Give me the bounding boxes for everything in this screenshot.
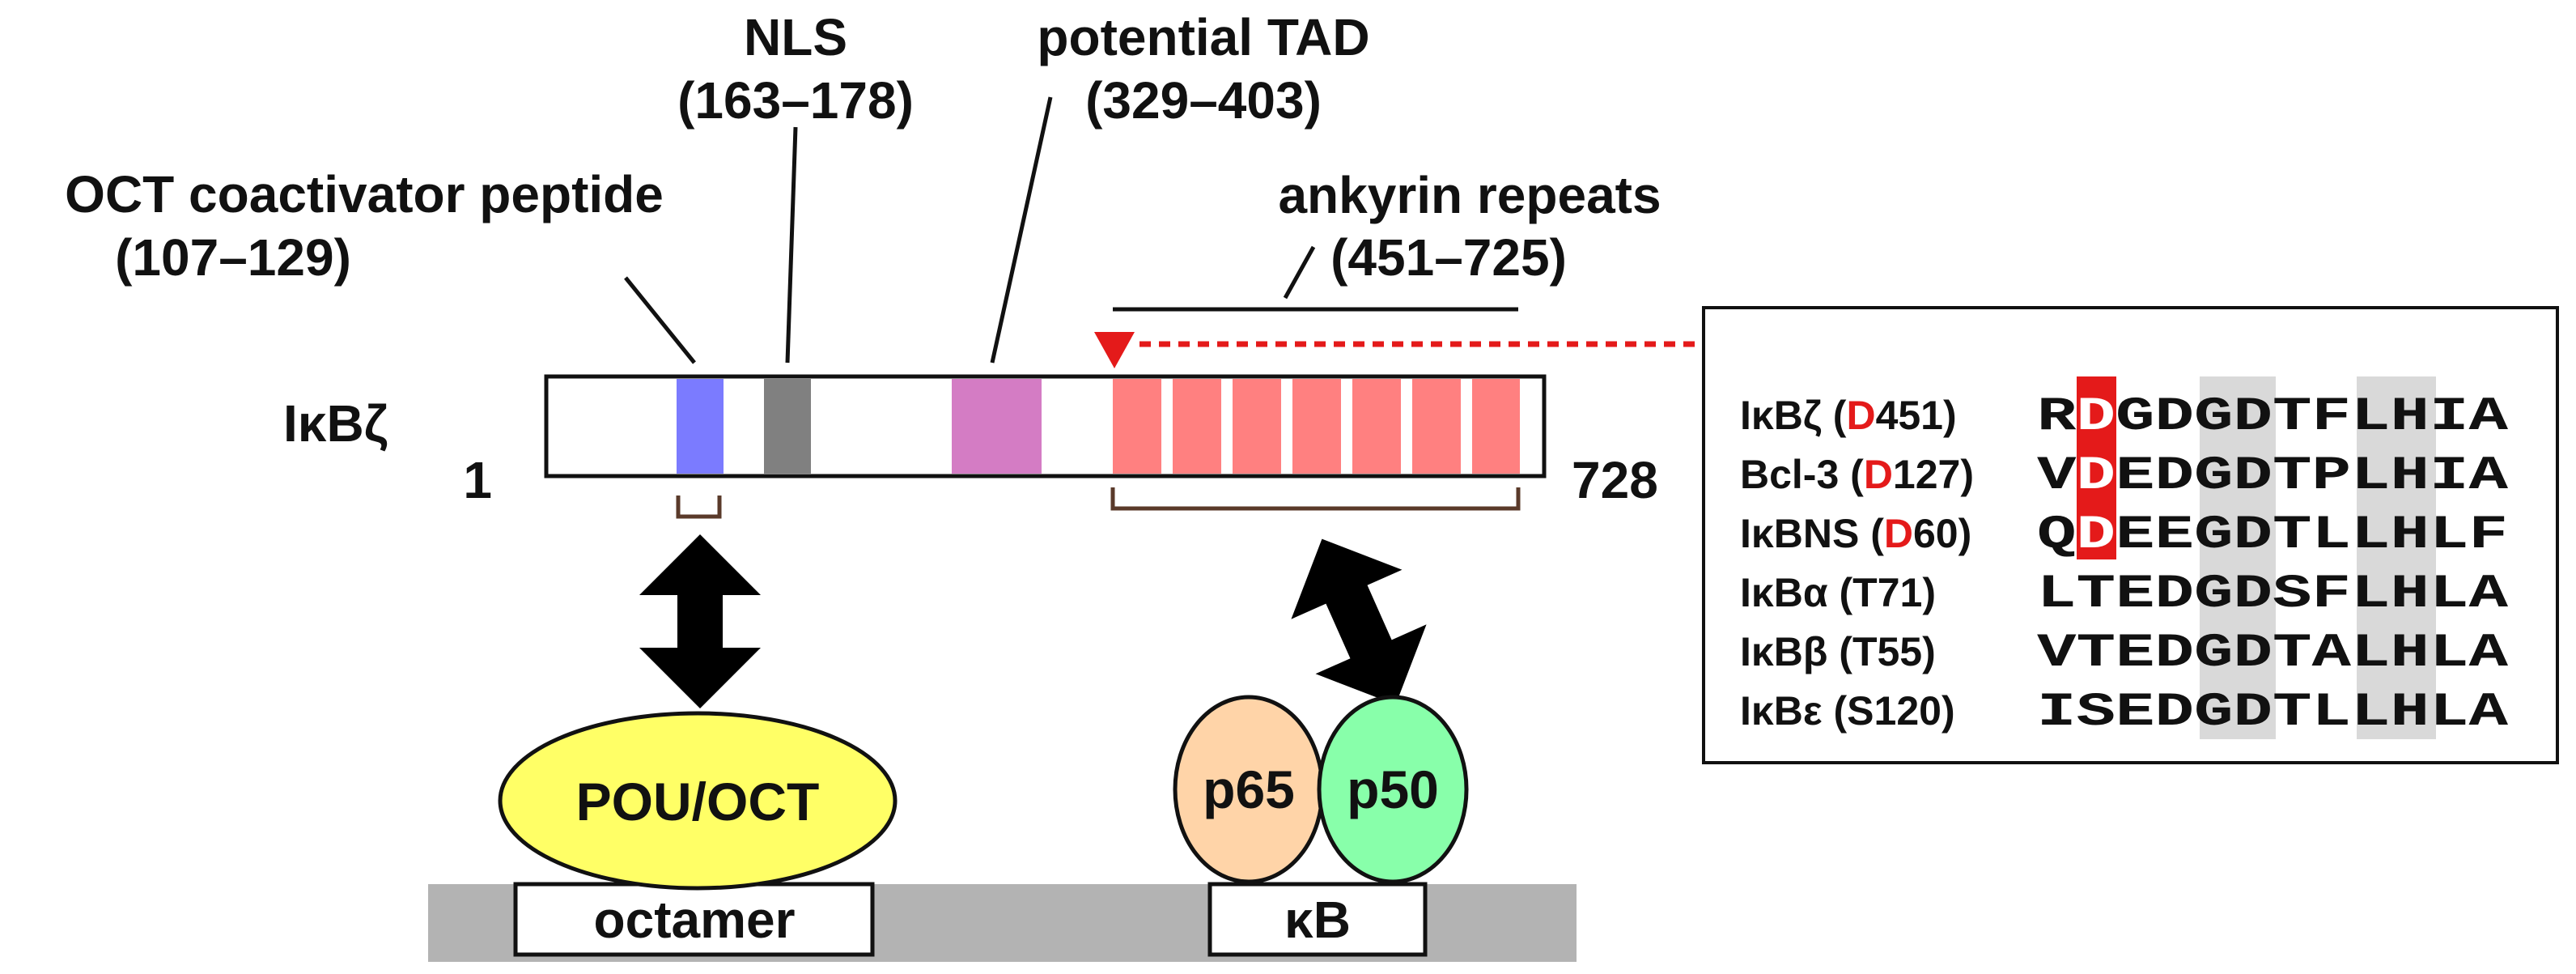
kb-box xyxy=(1207,882,1428,957)
ankyrin-repeats xyxy=(1113,379,1520,474)
nls-domain xyxy=(764,379,811,474)
tad-domain xyxy=(952,379,1042,474)
nls-range: (163–178) xyxy=(677,71,914,130)
ankyrin-leader-line xyxy=(1283,245,1316,300)
tad-leader-line xyxy=(990,96,1053,364)
alignment-row-label: IκBζ (D451) xyxy=(1740,393,1957,438)
p50-ellipse xyxy=(1317,695,1469,884)
conserved-gd-column xyxy=(2200,376,2276,739)
alignment-row-label: IκBNS (D60) xyxy=(1740,511,1971,556)
oct-leader-line xyxy=(624,276,696,364)
ankyrin-repeat xyxy=(1352,379,1401,474)
kb-label: κB xyxy=(1284,891,1351,949)
tad-label: potential TAD xyxy=(1037,8,1369,66)
ankyrin-label: ankyrin repeats xyxy=(1278,166,1661,224)
oct-bracket xyxy=(676,496,722,519)
ankyrin-arrow-shape xyxy=(1291,538,1427,705)
alignment-row-label: IκBε (S120) xyxy=(1740,688,1955,734)
ankyrin-range: (451–725) xyxy=(1330,228,1567,287)
nls-label: NLS xyxy=(744,8,847,66)
pou-oct-ellipse xyxy=(498,711,898,891)
protein-end: 728 xyxy=(1572,451,1658,509)
ankyrin-bracket xyxy=(1110,487,1521,511)
aspartate-highlight xyxy=(2077,376,2116,559)
tad-range: (329–403) xyxy=(1085,71,1322,130)
protein-start: 1 xyxy=(463,451,492,509)
ankyrin-interaction-arrow xyxy=(1291,538,1427,705)
conserved-lh-column xyxy=(2357,376,2436,739)
p65-label: p65 xyxy=(1203,759,1295,819)
ankyrin-repeat xyxy=(1412,379,1461,474)
ankyrin-repeat xyxy=(1233,379,1281,474)
ankyrin-repeat xyxy=(1173,379,1221,474)
protein-name: IκBζ xyxy=(283,394,388,453)
p50-label: p50 xyxy=(1347,759,1439,819)
alignment-row-label: Bcl-3 (D127) xyxy=(1740,452,1974,497)
octamer-box xyxy=(513,882,875,957)
alignment-row-label: IκBβ (T55) xyxy=(1740,629,1936,674)
oct-peptide-domain xyxy=(677,379,724,474)
ankyrin-repeat xyxy=(1472,379,1520,474)
oct-peptide-range: (107–129) xyxy=(115,228,351,287)
pou-oct-label: POU/OCT xyxy=(576,772,820,832)
nls-leader-line xyxy=(785,126,798,364)
ankyrin-repeat xyxy=(1113,379,1161,474)
alignment-row-label: IκBα (T71) xyxy=(1740,570,1936,615)
d451-marker-triangle xyxy=(1094,332,1135,368)
ankyrin-repeat xyxy=(1292,379,1341,474)
oct-interaction-arrow xyxy=(639,534,761,708)
octamer-label: octamer xyxy=(594,891,796,949)
oct-peptide-label: OCT coactivator peptide xyxy=(65,165,664,223)
